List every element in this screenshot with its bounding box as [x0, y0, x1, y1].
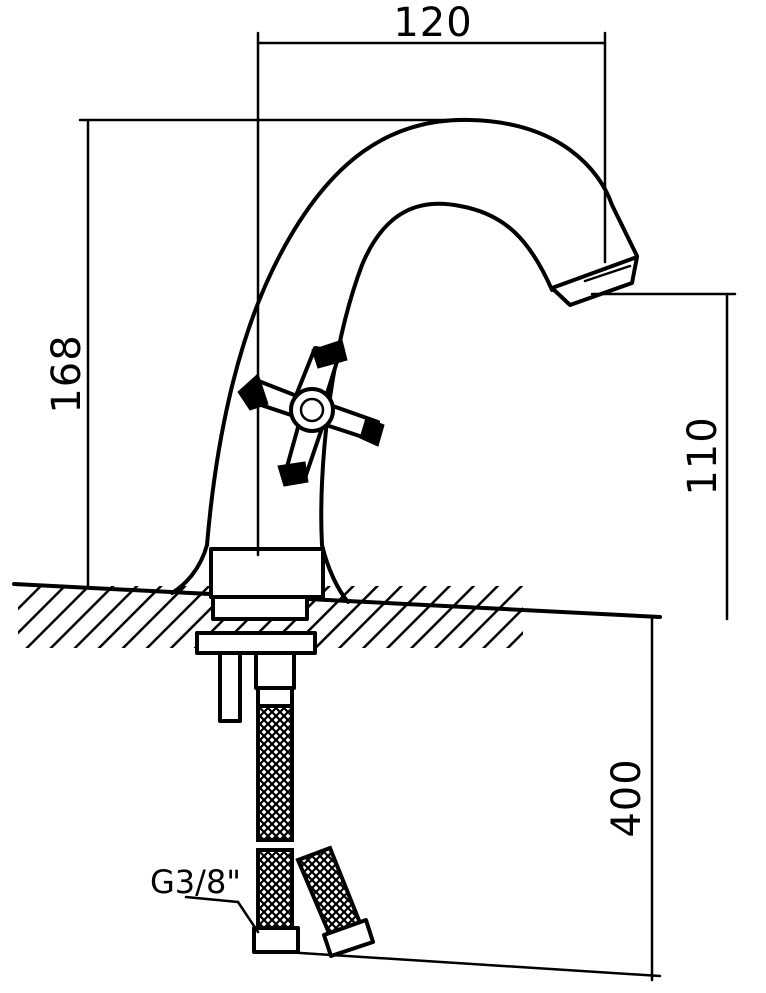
aerator-groove [583, 264, 632, 283]
spout-outer-curve [205, 117, 639, 547]
countertop [12, 582, 662, 648]
mounting-rod [218, 651, 242, 723]
hose-nut-top [254, 651, 296, 690]
hose-nut-right [322, 918, 375, 958]
thread-leader-diagonal [236, 900, 260, 934]
cross-handle [237, 339, 385, 487]
spout-tip [550, 255, 639, 307]
handle-hub-inner [299, 397, 325, 423]
dim-label-spout-height: 110 [680, 416, 726, 495]
hose-braid-lower [256, 848, 294, 932]
spout-inner-curve [319, 201, 554, 547]
faucet-body [170, 117, 639, 723]
handle-cap-down [277, 461, 309, 487]
dim-label-hose-length: 400 [604, 758, 650, 837]
handle-cap-right [359, 417, 385, 447]
base-mounting-plate [211, 595, 309, 621]
thread-size-label: G3/8" [150, 863, 241, 901]
dim-label-total-height: 168 [44, 334, 90, 413]
flexible-hoses [252, 686, 375, 958]
hose-braid-upper [256, 704, 294, 842]
handle-cap-left [237, 373, 269, 411]
countertop-surface-line [12, 582, 662, 619]
mounting-washer [195, 631, 317, 655]
hose-ferrule-upper [256, 686, 294, 708]
dimension-spout-height: 110 [590, 292, 737, 621]
dim-label-spout-reach: 120 [393, 0, 472, 46]
dim-extension-hose-end [283, 950, 662, 978]
dimension-total-height: 168 [44, 118, 472, 588]
thread-callout: G3/8" [150, 863, 260, 934]
handle-cap-up [311, 339, 348, 369]
thread-leader-line [184, 895, 240, 904]
dimension-spout-reach: 120 [256, 0, 607, 557]
base-collar [209, 547, 325, 599]
hose-nut-left [252, 926, 300, 954]
base-flare-left [170, 543, 209, 595]
dimension-hose-length: 400 [283, 615, 662, 982]
handle-hub-outer [289, 387, 335, 433]
